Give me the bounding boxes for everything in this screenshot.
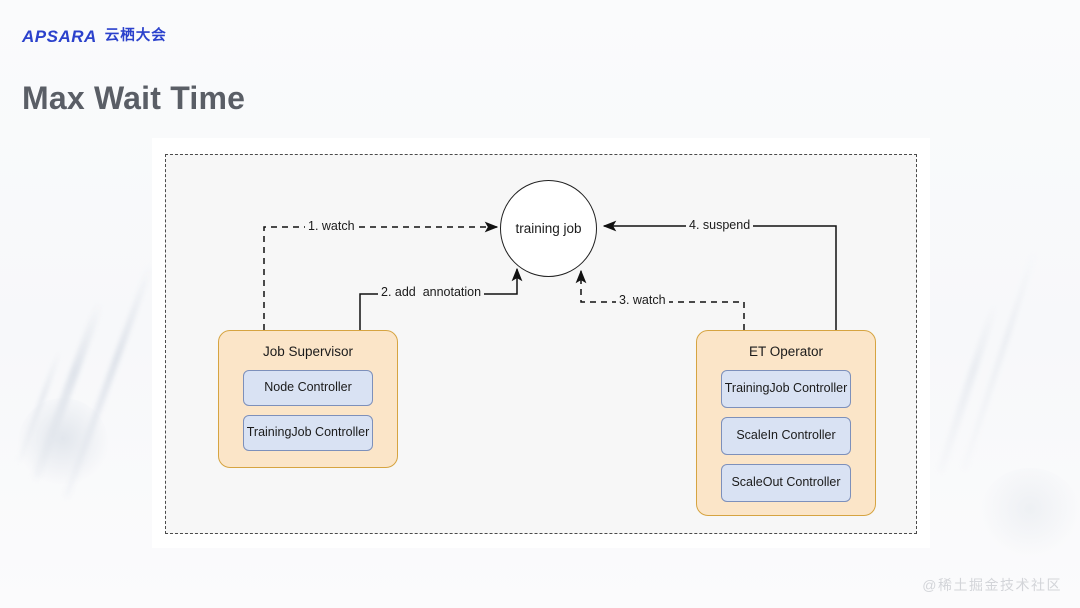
node-scalein-controller[interactable]: ScaleIn Controller xyxy=(721,416,851,455)
node-training-job-label: training job xyxy=(515,221,582,236)
node-training-job[interactable]: training job xyxy=(500,180,597,277)
node-scaleout-controller[interactable]: ScaleOut Controller xyxy=(721,463,851,502)
node-et-trainingjob-controller[interactable]: TrainingJob Controller xyxy=(721,369,851,408)
edge-suspend-line xyxy=(602,220,837,330)
logo-wordmark: APSARA xyxy=(22,27,97,46)
logo-chinese-name: 云栖大会 xyxy=(104,28,167,45)
edge-watch-3-label: 3. watch xyxy=(616,293,669,308)
edge-watch-1-label: 1. watch xyxy=(305,219,358,234)
edge-watch-1-line xyxy=(263,221,499,330)
edge-suspend-label: 4. suspend xyxy=(686,218,754,233)
node-node-controller[interactable]: Node Controller xyxy=(243,369,373,406)
apsara-logo: APSARA 云栖大会 xyxy=(22,28,167,45)
group-job-supervisor-title: Job Supervisor xyxy=(262,344,354,359)
node-trainingjob-controller[interactable]: TrainingJob Controller xyxy=(243,414,373,451)
page-title: Max Wait Time xyxy=(22,80,246,116)
group-et-operator[interactable]: ET Operator TrainingJob Controller Scale… xyxy=(696,330,876,516)
edge-watch-3-line xyxy=(575,269,745,330)
group-et-operator-title: ET Operator xyxy=(748,344,824,359)
edge-add-annotation-label: 2. add annotation xyxy=(378,285,485,300)
watermark: @稀土掘金技术社区 xyxy=(922,577,1062,593)
group-job-supervisor[interactable]: Job Supervisor Node Controller TrainingJ… xyxy=(218,330,398,468)
